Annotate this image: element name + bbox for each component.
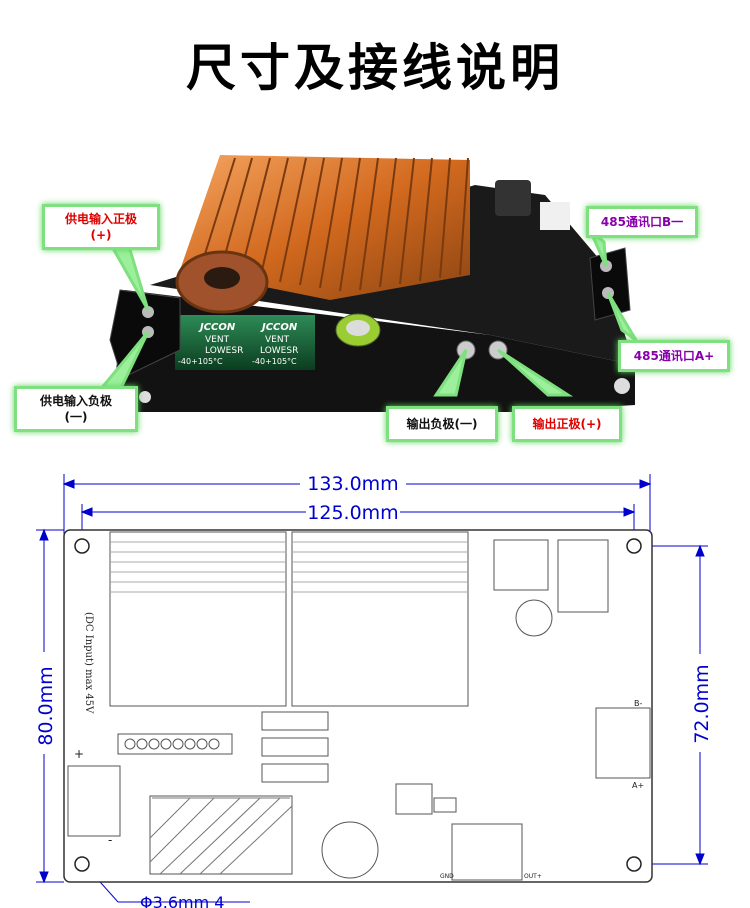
svg-text:LOWESR: LOWESR <box>260 346 298 356</box>
callout-output-positive: 输出正极(+) <box>512 406 622 442</box>
svg-text:-40+105°C: -40+105°C <box>252 357 297 366</box>
smd-inductor <box>495 180 531 216</box>
board-photo: JCCON JCCON VENT VENT LOWESR LOWESR -40+… <box>96 155 638 412</box>
svg-text:-40+105°C: -40+105°C <box>178 357 223 366</box>
svg-text:VENT: VENT <box>265 335 290 345</box>
callout-power-in-negative-line1: 供电输入负极 <box>39 394 112 408</box>
callout-power-in-positive-line1: 供电输入正极 <box>64 212 137 226</box>
svg-text:VENT: VENT <box>205 335 230 345</box>
mount-hole <box>74 538 90 554</box>
callout-output-negative: 输出负极(一) <box>386 406 498 442</box>
board-dc-input-text: (DC Input) max 45V <box>83 612 94 714</box>
svg-text:JCCON: JCCON <box>198 322 236 333</box>
dim-overall-height: 80.0mm <box>35 666 57 745</box>
svg-text:JCCON: JCCON <box>260 322 298 333</box>
callout-power-in-positive-line2: (+) <box>90 228 112 242</box>
callout-power-in-negative: 供电输入负极 (一) <box>14 386 138 432</box>
callout-rs485-b: 485通讯口B一 <box>586 206 698 238</box>
board-gnd-mark: GND <box>440 873 454 880</box>
capacitor-bank: JCCON JCCON VENT VENT LOWESR LOWESR -40+… <box>175 313 381 370</box>
board-b-minus-mark: B- <box>634 699 642 708</box>
rs485-terminal-block <box>589 247 631 321</box>
mount-hole <box>74 856 90 872</box>
page-title: 尺寸及接线说明 <box>186 38 564 97</box>
callout-power-in-positive: 供电输入正极 (+) <box>42 204 160 250</box>
dim-hole-width: 125.0mm <box>307 502 398 524</box>
dimension-drawing: 133.0mm 125.0mm 80.0mm 72.0mm Φ3.6mm 4 <box>32 472 713 908</box>
svg-text:LOWESR: LOWESR <box>205 346 243 356</box>
board-out-plus-mark: OUT+ <box>524 873 542 880</box>
dim-hole-height: 72.0mm <box>691 664 713 743</box>
board-minus-mark: - <box>108 833 112 847</box>
mount-hole <box>626 538 642 554</box>
board-plus-mark: + <box>74 747 84 761</box>
board-a-plus-mark: A+ <box>632 781 644 790</box>
callout-rs485-a: 485通讯口A+ <box>618 340 730 372</box>
dim-hole-diameter: Φ3.6mm 4 <box>140 893 224 908</box>
mount-hole <box>626 856 642 872</box>
dim-overall-width: 133.0mm <box>307 473 398 495</box>
callout-power-in-negative-line2: (一) <box>64 410 88 424</box>
